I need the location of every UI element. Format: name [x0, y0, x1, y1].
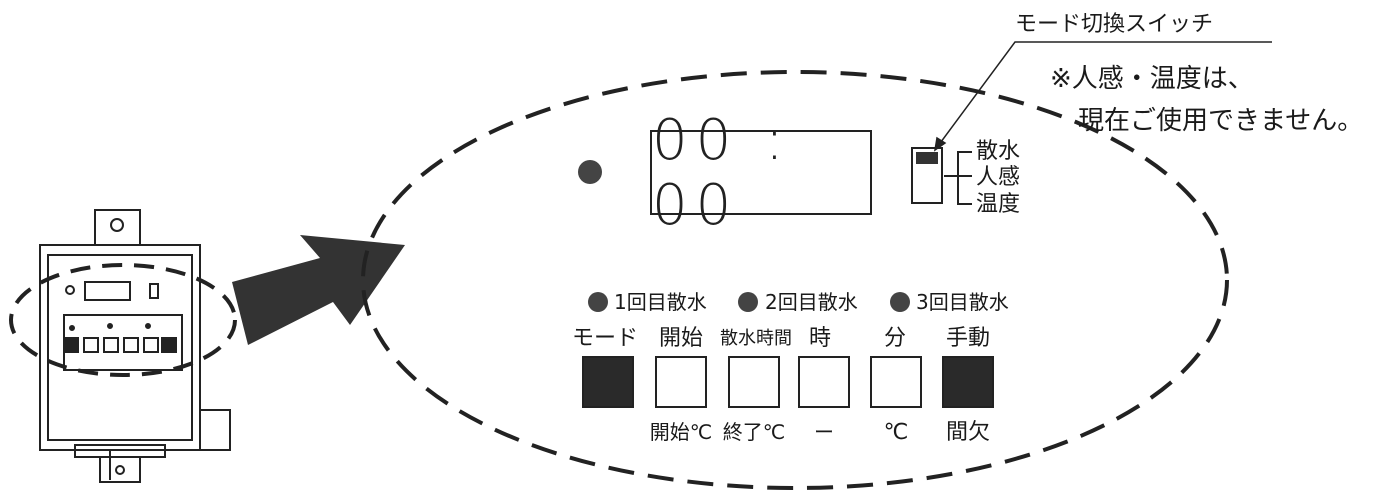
duration-button[interactable] — [728, 356, 780, 408]
button-sublabel-start-temp: 開始℃ — [649, 420, 713, 444]
device-body — [39, 244, 201, 451]
side-fitting — [199, 409, 231, 451]
manual-button[interactable] — [942, 356, 994, 408]
bottom-tab — [99, 456, 141, 483]
mode-button[interactable] — [582, 356, 634, 408]
button-label-minute: 分 — [883, 326, 906, 351]
button-sublabel-intermittent: 間欠 — [945, 420, 990, 445]
hour-button[interactable] — [798, 356, 850, 408]
indicator-led-3 — [890, 292, 910, 312]
hanging-hole — [110, 218, 124, 232]
indicator-led-2 — [738, 292, 758, 312]
time-display: 00 : 00 — [650, 108, 872, 238]
button-label-start: 開始 — [658, 326, 703, 351]
notice-line-1: ※人感・温度は、 — [1050, 64, 1254, 94]
start-button[interactable] — [655, 356, 707, 408]
button-sublabel-celsius: ℃ — [883, 420, 909, 445]
zoom-ellipse — [361, 70, 1229, 490]
button-sublabel-minus: ー — [814, 420, 834, 444]
indicator-led-1 — [588, 292, 608, 312]
zoom-source-ellipse — [9, 263, 237, 377]
indicator-label-1: 1回目散水 — [614, 290, 707, 314]
switch-label-ondo: 温度 — [976, 192, 1021, 217]
device-led — [65, 285, 75, 295]
indicator-label-2: 2回目散水 — [765, 290, 858, 314]
mode-switch-knob — [916, 152, 938, 164]
button-label-manual: 手動 — [945, 326, 990, 351]
device-panel — [47, 254, 193, 441]
button-label-hour: 時 — [808, 326, 831, 351]
zoom-arrow — [232, 235, 405, 345]
switch-position-bracket — [944, 151, 972, 205]
button-label-mode: モード — [571, 326, 638, 351]
button-label-duration: 散水時間 — [720, 328, 792, 349]
device-display — [84, 281, 131, 301]
mode-switch-callout: モード切換スイッチ — [1015, 12, 1214, 37]
minute-button[interactable] — [870, 356, 922, 408]
button-sublabel-end-temp: 終了℃ — [722, 420, 786, 444]
hanging-tab — [94, 209, 141, 246]
device-illustration — [39, 209, 231, 483]
notice-line-2: 現在ご使用できません。 — [1078, 106, 1364, 136]
callout-leader — [933, 41, 1272, 152]
indicator-label-3: 3回目散水 — [916, 290, 1009, 314]
status-led — [578, 160, 602, 184]
device-switch — [149, 283, 159, 299]
switch-label-sansui: 散水 — [976, 139, 1021, 164]
switch-label-jinkan: 人感 — [976, 165, 1021, 190]
